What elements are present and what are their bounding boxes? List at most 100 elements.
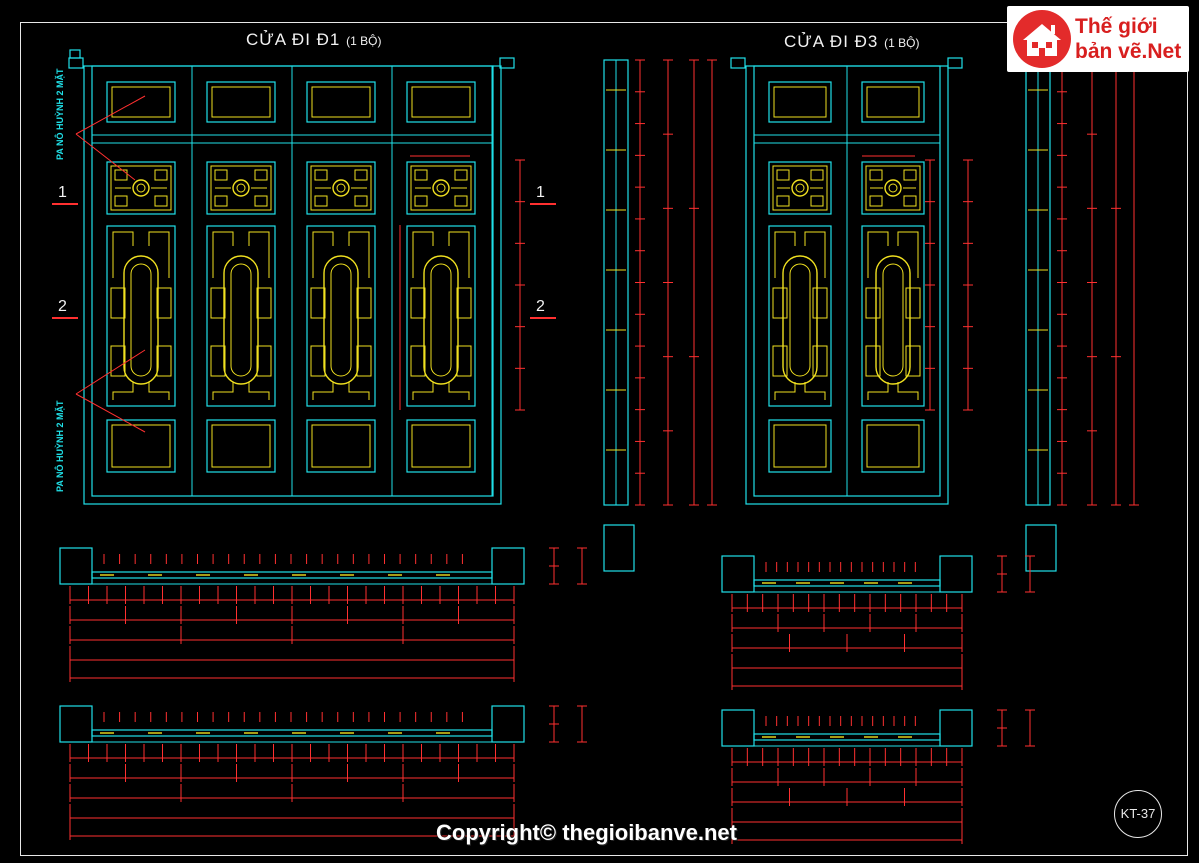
leader-line (75, 393, 146, 433)
panel-plain-frame (306, 419, 376, 473)
panel-rosette-border (310, 165, 372, 211)
panel-plain-inset (211, 86, 271, 118)
logo-line-2: bản vẽ.Net (1075, 40, 1181, 64)
panel-side-block (210, 287, 226, 319)
panel-side-block (905, 345, 921, 377)
section-bar-2-right (530, 317, 556, 319)
panel-side-block (110, 287, 126, 319)
note-panel-bottom: PA NÔ HUỲNH 2 MẶT (55, 400, 65, 492)
panel-plain-frame (106, 419, 176, 473)
panel-side-block (356, 287, 372, 319)
rosette-ring (332, 179, 350, 197)
panel-side-block (456, 345, 472, 377)
panel-bracket (312, 231, 334, 278)
panel-side-block (310, 345, 326, 377)
leader-line (75, 133, 136, 181)
rosette-block (154, 169, 168, 181)
door-d3-anchor (730, 57, 746, 69)
door-d1-anchor (69, 49, 81, 59)
rosette-block (354, 169, 368, 181)
panel-plain-frame (206, 419, 276, 473)
door-d1-title-text: CỬA ĐI Đ1 (246, 30, 341, 49)
section-bar-1-right (530, 203, 556, 205)
panel-side-block (256, 287, 272, 319)
rosette-block (254, 169, 268, 181)
panel-plain-frame (306, 81, 376, 123)
panel-side-block (410, 287, 426, 319)
panel-plain-inset (211, 424, 271, 468)
panel-plain-frame (861, 81, 925, 123)
panel-plain-frame (106, 81, 176, 123)
panel-bracket (212, 231, 234, 278)
door-d3-anchor (947, 57, 963, 69)
plan-d1-section-2-jamb-left (59, 705, 93, 743)
panel-plain-inset (111, 86, 171, 118)
panel-side-block (812, 345, 828, 377)
panel-plain-frame (406, 81, 476, 123)
panel-oval-frame (406, 225, 476, 407)
rosette-core (336, 183, 346, 193)
panel-plain-inset (866, 86, 920, 118)
panel-plain-frame (206, 81, 276, 123)
panel-side-block (256, 345, 272, 377)
rosette-block (254, 195, 268, 207)
rosette-block (810, 169, 824, 181)
plan-d3-section-1-jamb-left (721, 555, 755, 593)
panel-rosette-frame (406, 161, 476, 215)
panel-plain-inset (411, 424, 471, 468)
panel-rosette-border (865, 165, 921, 211)
rosette-core (136, 183, 146, 193)
panel-side-block (865, 287, 881, 319)
panel-bracket (148, 231, 170, 278)
sheet-code-badge: KT-37 (1114, 790, 1162, 838)
section-bar-1-left (52, 203, 78, 205)
panel-bracket (148, 382, 170, 400)
panel-plain-frame (406, 419, 476, 473)
panel-rosette-frame (306, 161, 376, 215)
rosette-block (114, 169, 128, 181)
panel-bracket (897, 382, 919, 400)
panel-side-block (110, 345, 126, 377)
panel-bracket (412, 231, 434, 278)
panel-oval-frame (861, 225, 925, 407)
rosette-block (869, 195, 883, 207)
panel-side-block (156, 345, 172, 377)
panel-bracket (248, 231, 270, 278)
section-marker-1-right: 1 (536, 184, 545, 201)
panel-bracket (804, 231, 826, 278)
door-d1-anchor (499, 57, 515, 69)
plan-d1-section-1-jamb-left (59, 547, 93, 585)
panel-side-block (156, 287, 172, 319)
logo-line-2-b: Net (1147, 40, 1182, 63)
rosette-block (314, 195, 328, 207)
rosette-block (810, 195, 824, 207)
panel-bracket (248, 382, 270, 400)
rosette-core (436, 183, 446, 193)
plan-d3-section-2-leaf (753, 733, 941, 741)
rosette-block (454, 195, 468, 207)
plan-d1-section-1-leaf (91, 571, 493, 579)
panel-oval-inner (789, 263, 811, 377)
panel-bracket (348, 231, 370, 278)
rosette-ring (884, 179, 902, 197)
brand-logo: Thế giới bản vẽ.Net (1007, 6, 1189, 72)
door-d1-quantity: (1 BỘ) (346, 34, 382, 48)
rosette-ring (132, 179, 150, 197)
panel-rosette-border (772, 165, 828, 211)
rosette-block (414, 195, 428, 207)
rosette-block (214, 169, 228, 181)
panel-bracket (412, 382, 434, 400)
section-marker-2-right: 2 (536, 298, 545, 315)
panel-rosette-border (410, 165, 472, 211)
plan-d1-section-2-jamb-right (491, 705, 525, 743)
door-d1-anchor (68, 57, 84, 69)
panel-bracket (774, 382, 796, 400)
panel-plain-inset (866, 424, 920, 468)
panel-oval-outer (782, 255, 818, 385)
panel-rosette-frame (106, 161, 176, 215)
panel-plain-inset (311, 424, 371, 468)
door-d3-title-text: CỬA ĐI Đ3 (784, 32, 879, 51)
panel-side-block (865, 345, 881, 377)
panel-oval-outer (423, 255, 459, 385)
